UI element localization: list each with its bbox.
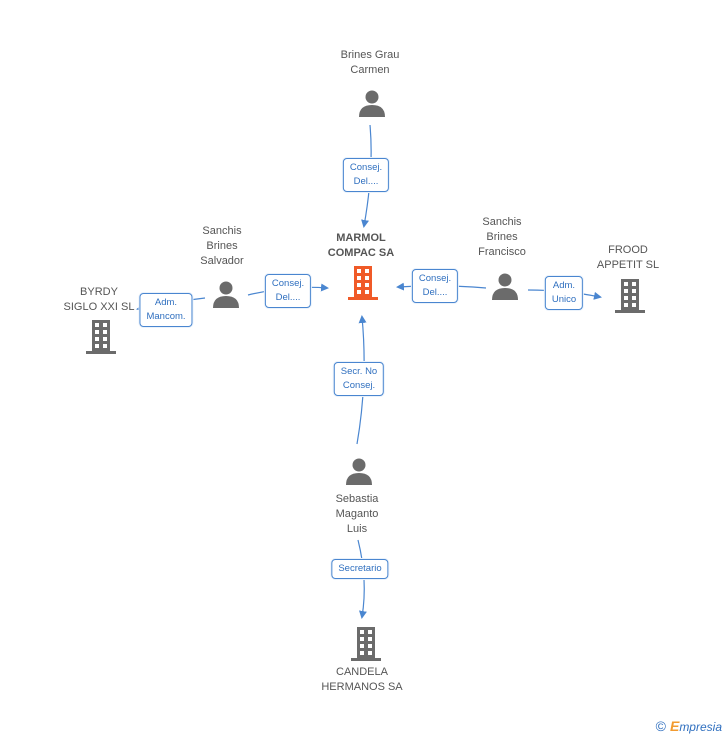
edge-label-sebastia-candela[interactable]: Secretario <box>331 559 389 579</box>
company-building-icon[interactable] <box>615 279 645 313</box>
person-icon[interactable] <box>212 280 240 308</box>
node-label-frood: FROOD APPETIT SL <box>596 244 660 271</box>
edge-label-grau-marmol[interactable]: Consej. Del.... <box>342 158 390 192</box>
edge-label-francisco-frood[interactable]: Adm. Unico <box>544 276 584 310</box>
person-icon[interactable] <box>358 89 386 117</box>
edge-label-sebastia-marmol[interactable]: Secr. No Consej. <box>333 362 385 396</box>
company-building-icon[interactable] <box>351 627 381 661</box>
edge-label-francisco-marmol[interactable]: Consej. Del.... <box>411 269 459 303</box>
brand-logo-initial: E <box>669 718 680 734</box>
node-label-candela: CANDELA HERMANOS SA <box>321 666 403 693</box>
brand-logo-text: mpresia <box>679 720 722 734</box>
edge-label-salvador-marmol[interactable]: Consej. Del.... <box>264 274 312 308</box>
node-label-byrdy: BYRDY SIGLO XXI SL <box>63 286 135 313</box>
company-building-icon[interactable] <box>86 320 116 354</box>
node-label-marmol: MARMOL COMPAC SA <box>327 232 395 259</box>
person-icon[interactable] <box>345 457 373 485</box>
edge-label-salvador-byrdy[interactable]: Adm. Mancom. <box>139 293 193 327</box>
focus-company-building-icon[interactable] <box>348 266 378 300</box>
edge-sebastia-candela <box>357 539 367 619</box>
node-label-sanchis-salvador: Sanchis Brines Salvador <box>200 225 244 267</box>
node-label-sanchis-francisco: Sanchis Brines Francisco <box>478 216 526 258</box>
footer-brand: ©Empresia <box>656 718 722 734</box>
node-label-brines-grau: Brines Grau Carmen <box>340 49 400 76</box>
node-label-sebastia: Sebastia Maganto Luis <box>335 493 379 535</box>
person-icon[interactable] <box>491 272 519 300</box>
copyright-symbol: © <box>655 718 666 734</box>
